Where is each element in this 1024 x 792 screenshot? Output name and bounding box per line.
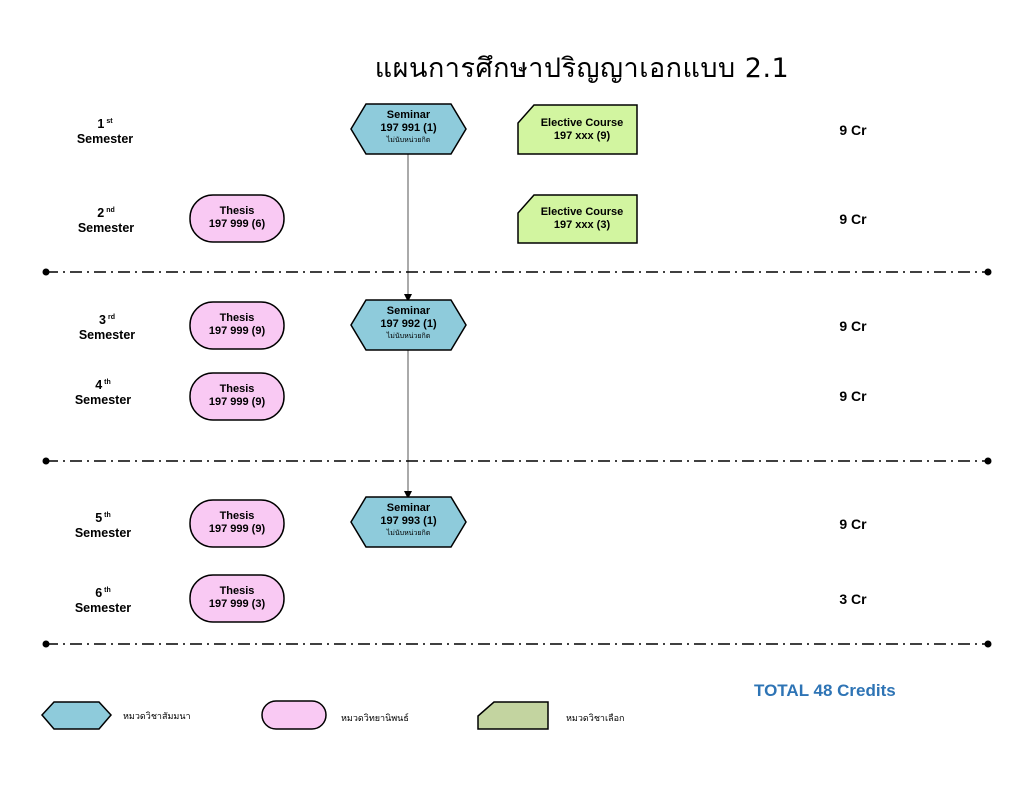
thesis-shape-sem5 — [189, 499, 285, 548]
legend-seminar-icon — [40, 701, 113, 730]
credits-sem4: 9 Cr — [839, 388, 867, 404]
thesis-shape-sem4 — [189, 372, 285, 421]
page-title: แผนการศึกษาปริญญาเอกแบบ 2.1 — [374, 53, 790, 84]
thesis-shape-sem2 — [189, 194, 285, 243]
thesis-shape-sem3 — [189, 301, 285, 350]
legend-elective-icon — [477, 701, 549, 730]
seminar-hexagon-1 — [350, 103, 467, 155]
seminar-box-2: Seminar 197 992 (1) ไม่นับหน่วยกิต — [380, 305, 437, 340]
divider-year-3 — [42, 640, 992, 648]
seminar-box-1: Seminar 197 991 (1) ไม่นับหน่วยกิต — [380, 109, 437, 144]
seminar-box-3: Seminar 197 993 (1) ไม่นับหน่วยกิต — [380, 502, 437, 537]
legend-elective-label: หมวดวิชาเลือก — [566, 714, 625, 724]
thesis-box-sem3: Thesis 197 999 (9) — [208, 312, 266, 337]
thesis-shape-sem6 — [189, 574, 285, 623]
thesis-box-sem5: Thesis 197 999 (9) — [208, 510, 266, 535]
credits-sem5: 9 Cr — [839, 516, 867, 532]
thesis-box-sem6: Thesis 197 999 (3) — [208, 585, 266, 610]
legend-seminar-label: หมวดวิชาสัมมนา — [123, 712, 191, 722]
thesis-box-sem2: Thesis 197 999 (6) — [208, 205, 266, 230]
divider-year-2 — [42, 457, 992, 465]
seminar-hexagon-2 — [350, 299, 467, 351]
total-credits: TOTAL 48 Credits — [754, 681, 896, 700]
thesis-box-sem4: Thesis 197 999 (9) — [208, 383, 266, 408]
legend-thesis-label: หมวดวิทยานิพนธ์ — [341, 714, 409, 724]
elective-shape-sem1 — [517, 104, 638, 155]
elective-box-sem2: Elective Course 197 xxx (3) — [540, 206, 624, 231]
divider-year-1 — [42, 268, 992, 276]
elective-shape-sem2 — [517, 194, 638, 244]
seminar-hexagon-3 — [350, 496, 467, 548]
credits-sem1: 9 Cr — [839, 122, 867, 138]
legend-thesis-icon — [261, 700, 327, 730]
credits-sem3: 9 Cr — [839, 318, 867, 334]
credits-sem6: 3 Cr — [839, 591, 867, 607]
elective-box-sem1: Elective Course 197 xxx (9) — [540, 117, 624, 142]
credits-sem2: 9 Cr — [839, 211, 867, 227]
